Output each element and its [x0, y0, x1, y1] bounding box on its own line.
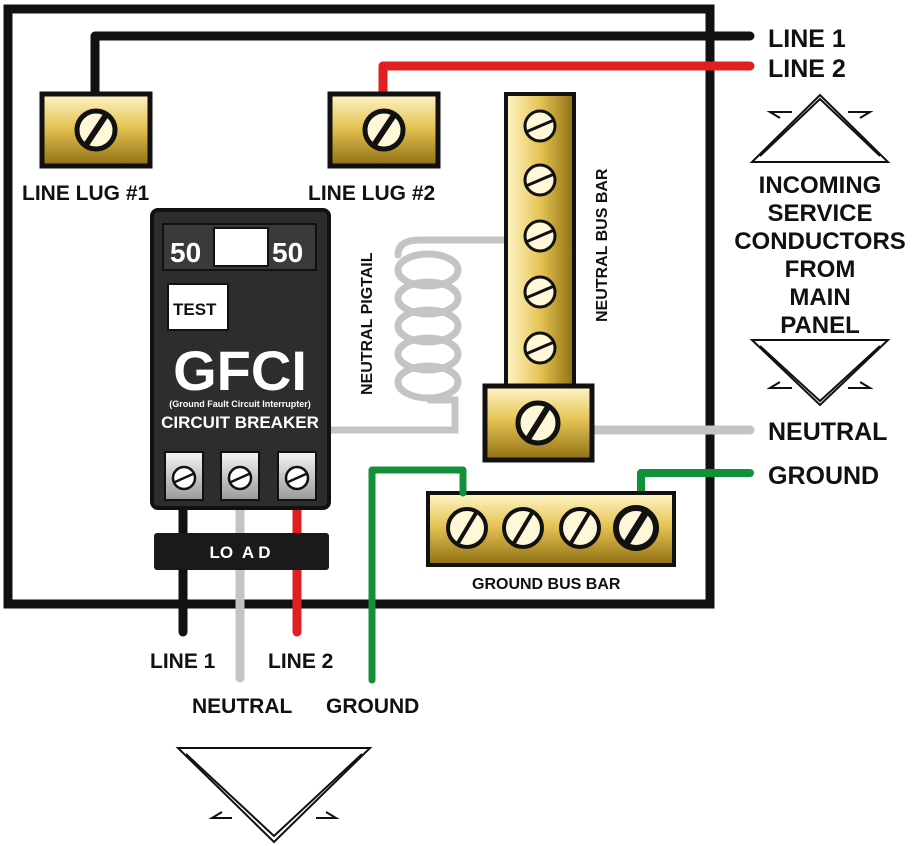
load-line2-label: LINE 2 [268, 650, 333, 673]
test-button-label: TEST [173, 300, 217, 319]
breaker-rating-left: 50 [170, 237, 201, 268]
neutral-bus-bar-label: NEUTRAL BUS BAR [594, 168, 611, 322]
neutral-pigtail-label: NEUTRAL PIGTAIL [359, 252, 376, 395]
load-ground-label: GROUND [326, 695, 419, 718]
line-lug-1-label: LINE LUG #1 [22, 182, 150, 205]
ground-bus-bar-label: GROUND BUS BAR [472, 576, 621, 593]
gfci-breaker [150, 208, 331, 510]
incoming-arrow-down [749, 339, 891, 407]
line2-label: LINE 2 [768, 55, 846, 83]
breaker-type: CIRCUIT BREAKER [161, 413, 319, 432]
incoming-arrow-up [749, 93, 891, 163]
breaker-rating-right: 50 [272, 237, 303, 268]
ground-bus-bar [426, 491, 676, 567]
load-label: LO A D [209, 543, 270, 562]
test-button[interactable] [167, 283, 229, 331]
ground-incoming-wire [637, 469, 754, 497]
breaker-title: GFCI [173, 339, 307, 402]
outgoing-arrow-down [175, 747, 373, 844]
load-line1-label: LINE 1 [150, 650, 216, 673]
line-lug-2-label: LINE LUG #2 [308, 182, 435, 205]
breaker-subtitle: (Ground Fault Circuit Interrupter) [169, 399, 311, 409]
panel-enclosure [3, 4, 715, 609]
svg-text:CONDUCTORS: CONDUCTORS [734, 228, 906, 255]
svg-text:SERVICE: SERVICE [768, 200, 873, 227]
svg-text:FROM: FROM [785, 256, 856, 283]
svg-text:PANEL: PANEL [780, 312, 860, 339]
neutral-label: NEUTRAL [768, 418, 887, 446]
load-strip [154, 533, 329, 570]
line-lug-1 [39, 91, 153, 169]
load-ground-wire [368, 466, 467, 684]
svg-text:INCOMING: INCOMING [759, 172, 882, 199]
line2-wire [378, 61, 755, 101]
breaker-handle[interactable] [213, 227, 269, 267]
svg-text:MAIN: MAIN [789, 284, 850, 311]
incoming-text: INCOMING SERVICE CONDUCTORS FROM MAIN PA… [734, 172, 906, 339]
neutral-pigtail [326, 236, 509, 434]
line1-wire [90, 31, 755, 101]
line-lug-2 [327, 91, 441, 169]
load-neutral-label: NEUTRAL [192, 695, 292, 718]
neutral-bus-bar [482, 92, 595, 463]
ground-label: GROUND [768, 462, 879, 490]
line1-label: LINE 1 [768, 25, 846, 53]
